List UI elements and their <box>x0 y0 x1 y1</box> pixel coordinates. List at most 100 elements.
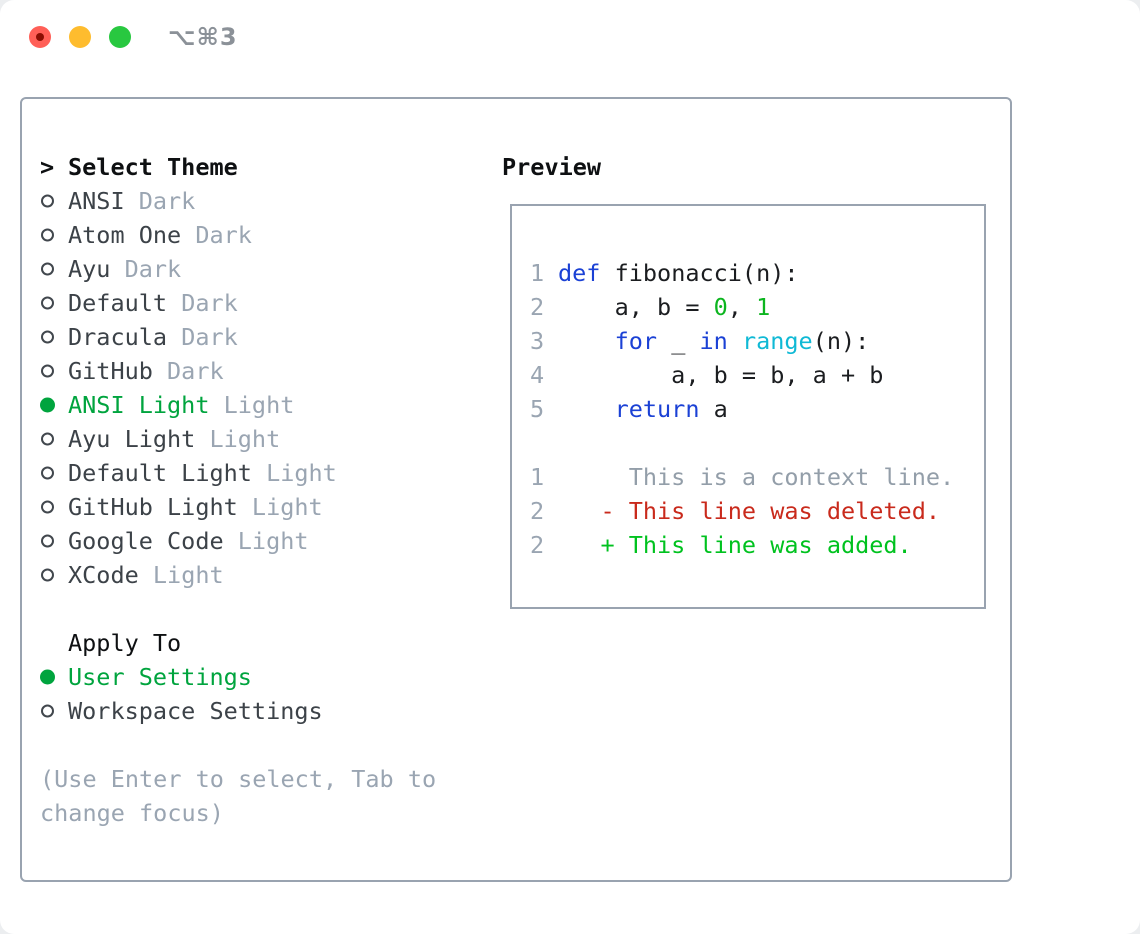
help-text-line-1: (Use Enter to select, Tab to <box>40 765 437 793</box>
diff-text: This is a context line. <box>558 463 955 491</box>
radio-icon <box>41 466 54 480</box>
theme-tag: Light <box>209 391 295 419</box>
radio-icon <box>41 432 54 446</box>
theme-tag: Dark <box>124 187 196 215</box>
zoom-button[interactable] <box>109 26 131 48</box>
diff-text: - This line was deleted. <box>558 497 941 525</box>
theme-name: XCode <box>68 561 139 589</box>
theme-tag: Light <box>138 561 224 589</box>
theme-name: GitHub <box>68 357 153 385</box>
code-line: 3 for _ in range(n): <box>530 324 984 358</box>
theme-option[interactable]: Default Dark <box>40 286 436 320</box>
theme-tag: Light <box>195 425 281 453</box>
code-line: 5 return a <box>530 392 984 426</box>
theme-option[interactable]: Dracula Dark <box>40 320 436 354</box>
code-text: a, b = 0, 1 <box>558 293 771 321</box>
code-text: for _ in range(n): <box>558 327 870 355</box>
token-plain: (n): <box>812 327 870 355</box>
radio-icon <box>41 262 54 276</box>
theme-option[interactable]: ANSI Light Light <box>40 388 436 422</box>
radio-icon <box>41 534 54 548</box>
theme-name: Default <box>68 289 168 317</box>
minimize-button[interactable] <box>69 26 91 48</box>
token-plain <box>728 327 742 355</box>
line-number: 1 <box>530 463 545 491</box>
apply-to-list: User Settings Workspace Settings <box>40 660 436 728</box>
radio-icon <box>40 669 55 685</box>
theme-name: Default Light <box>68 459 252 487</box>
theme-option[interactable]: XCode Light <box>40 558 436 592</box>
line-number: 2 <box>530 497 545 525</box>
theme-option[interactable]: Google Code Light <box>40 524 436 558</box>
radio-icon <box>41 194 54 208</box>
token-plain: a, b = <box>558 293 714 321</box>
token-plain: fibonacci(n): <box>600 259 799 287</box>
apply-option-label: Workspace Settings <box>68 697 323 725</box>
token-plain <box>558 395 615 423</box>
code-line: 4 a, b = b, a + b <box>530 358 984 392</box>
help-text-line-2: change focus) <box>40 799 224 827</box>
theme-tag: Dark <box>181 221 252 249</box>
theme-name: Ayu <box>68 255 111 283</box>
theme-option[interactable]: Default Light Light <box>40 456 436 490</box>
radio-icon <box>41 228 54 242</box>
theme-option[interactable]: Ayu Light Light <box>40 422 436 456</box>
close-dot-icon <box>36 33 44 41</box>
titlebar: ⌥⌘3 <box>0 0 1140 74</box>
theme-tag: Light <box>237 493 323 521</box>
radio-icon <box>40 397 55 413</box>
token-plain: _ <box>657 327 700 355</box>
token-keyword: for <box>614 327 658 355</box>
theme-list: ANSI Dark Atom One Dark Ayu Dark Default… <box>40 184 436 592</box>
theme-tag: Dark <box>152 357 224 385</box>
close-button[interactable] <box>29 26 51 48</box>
diff-text: + This line was added. <box>558 531 912 559</box>
radio-icon <box>41 500 54 514</box>
code-line: 2 a, b = 0, 1 <box>530 290 984 324</box>
diff-line: 1 This is a context line. <box>530 460 984 494</box>
radio-icon <box>41 364 54 378</box>
window-shortcut-label: ⌥⌘3 <box>168 23 238 51</box>
apply-to-header: Apply To <box>40 626 436 660</box>
token-plain: a, b = b, a + b <box>558 361 884 389</box>
apply-option[interactable]: User Settings <box>40 660 436 694</box>
theme-option[interactable]: ANSI Dark <box>40 184 436 218</box>
theme-option[interactable]: Ayu Dark <box>40 252 436 286</box>
theme-name: ANSI <box>68 187 125 215</box>
token-keyword: def <box>558 259 601 287</box>
token-number: 0 <box>713 293 728 321</box>
token-plain: a <box>699 395 728 423</box>
line-number: 5 <box>530 395 545 423</box>
code-block: 1 def fibonacci(n): 2 a, b = 0, 1 3 for _… <box>530 256 984 426</box>
spacer <box>40 728 436 762</box>
theme-name: ANSI Light <box>68 391 210 419</box>
apply-option[interactable]: Workspace Settings <box>40 694 436 728</box>
radio-icon <box>41 296 54 310</box>
theme-name: Google Code <box>68 527 224 555</box>
select-theme-title: Select Theme <box>68 153 238 181</box>
diff-block: 1 This is a context line. 2 - This line … <box>530 460 984 562</box>
line-number: 4 <box>530 361 545 389</box>
theme-selector-panel: > Select Theme ANSI Dark Atom One Dark A… <box>20 97 1012 882</box>
code-text: def fibonacci(n): <box>558 259 799 287</box>
theme-option[interactable]: GitHub Dark <box>40 354 436 388</box>
diff-line: 2 - This line was deleted. <box>530 494 984 528</box>
theme-tag: Dark <box>167 289 238 317</box>
prompt-caret-icon: > <box>40 153 55 181</box>
token-plain <box>558 327 615 355</box>
spacer <box>40 592 436 626</box>
line-number: 1 <box>530 259 545 287</box>
token-keyword: in <box>699 327 728 355</box>
theme-list-column: > Select Theme ANSI Dark Atom One Dark A… <box>40 150 436 830</box>
theme-tag: Light <box>251 459 337 487</box>
theme-name: GitHub Light <box>68 493 238 521</box>
theme-option[interactable]: Atom One Dark <box>40 218 436 252</box>
token-plain: , <box>727 293 757 321</box>
theme-option[interactable]: GitHub Light Light <box>40 490 436 524</box>
theme-tag: Dark <box>167 323 238 351</box>
apply-option-label: User Settings <box>68 663 252 691</box>
apply-to-title: Apply To <box>68 629 182 657</box>
radio-icon <box>41 568 54 582</box>
theme-tag: Dark <box>110 255 182 283</box>
